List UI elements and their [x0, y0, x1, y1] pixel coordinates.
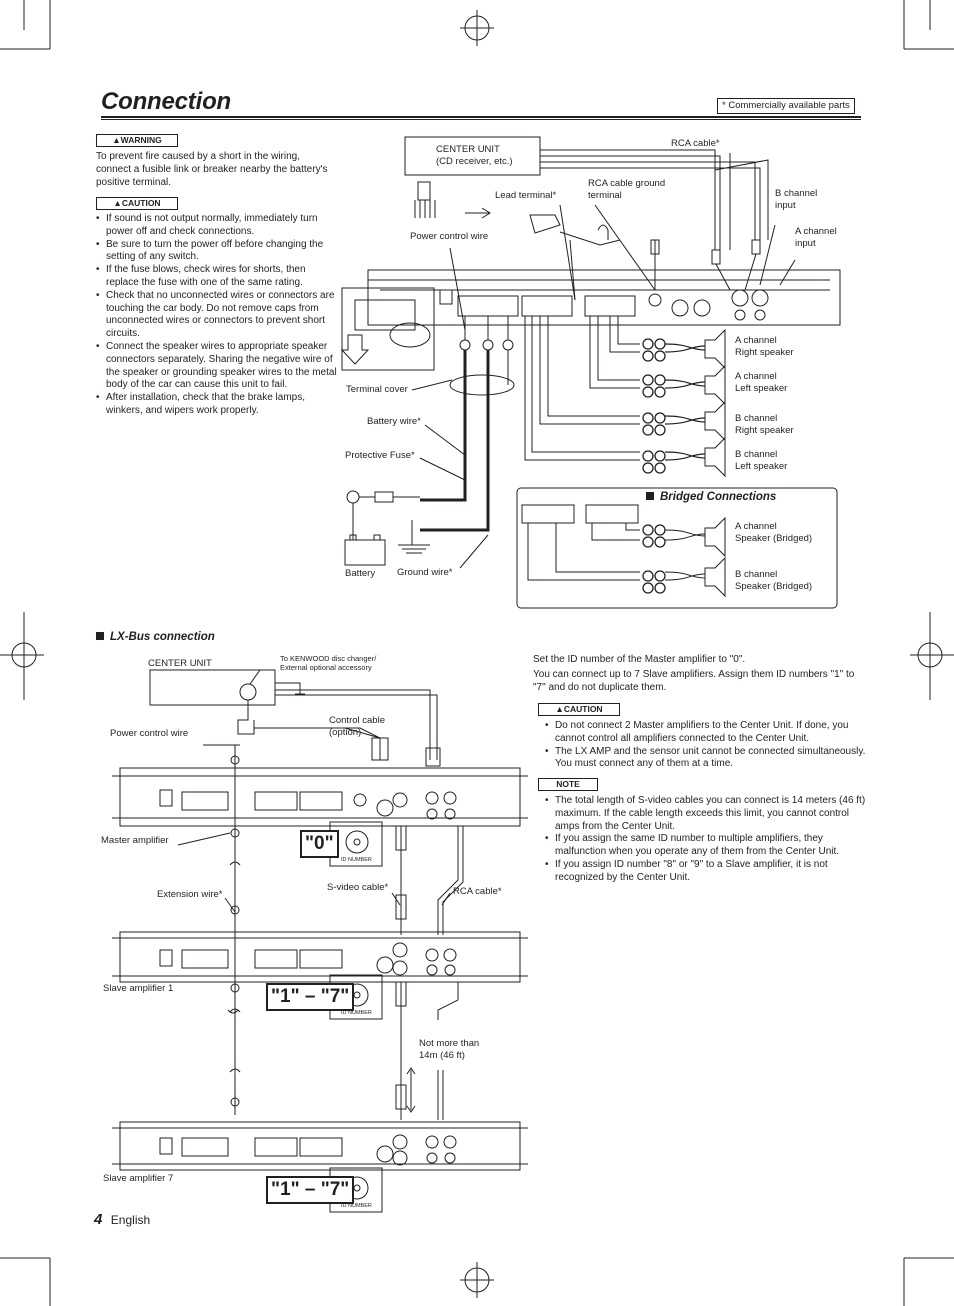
page-footer: 4 English [94, 1211, 150, 1229]
caution-icon: ▲ [555, 704, 564, 714]
warning-text: To prevent fire caused by a short in the… [96, 151, 328, 188]
caution-badge-label: CAUTION [121, 198, 161, 208]
label-lx-power-control: Power control wire [110, 728, 189, 739]
label-a-left: A channel Left speaker [735, 371, 788, 394]
caution2-item: The LX AMP and the sensor unit cannot be… [545, 746, 871, 772]
caution-item: Connect the speaker wires to appropriate… [96, 341, 338, 392]
caution-item: After installation, check that the brake… [96, 392, 338, 418]
title-rule-thin [101, 119, 861, 120]
lxbus-heading-text: LX-Bus connection [110, 631, 215, 643]
label-b-right: B channel Right speaker [735, 413, 794, 436]
note-item: The total length of S-video cables you c… [545, 795, 871, 833]
label-bridged-a: A channel Speaker (Bridged) [735, 521, 813, 544]
label-rca-cable: RCA cable* [671, 138, 720, 149]
note-item: If you assign ID number "8" or "9" to a … [545, 859, 871, 885]
title-rule [101, 116, 861, 118]
label-slave-7: Slave amplifier 7 [103, 1173, 174, 1184]
caution-list: If sound is not output normally, immedia… [96, 213, 338, 418]
id-slave7-value: "1" – "7" [266, 1176, 355, 1204]
caution2-list: Do not connect 2 Master amplifiers to th… [545, 720, 871, 771]
bridged-heading-text: Bridged Connections [660, 491, 777, 503]
label-battery: Battery [345, 568, 376, 579]
caution-item: Be sure to turn the power off before cha… [96, 239, 338, 265]
caution-item: Check that no unconnected wires or conne… [96, 290, 338, 341]
caution-item: If sound is not output normally, immedia… [96, 213, 338, 239]
lxbus-wiring [112, 669, 528, 1171]
warning-badge: ▲WARNING [96, 134, 178, 147]
id-number-label: ID NUMBER [341, 857, 372, 863]
label-lx-center-unit: CENTER UNIT [148, 658, 212, 669]
caution2-badge-label: CAUTION [563, 704, 603, 714]
warning-icon: ▲ [112, 135, 121, 145]
label-master-amp: Master amplifier [101, 835, 169, 846]
id-number-label: ID NUMBER [341, 1203, 372, 1209]
caution-badge: ▲CAUTION [96, 197, 178, 210]
warning-badge-label: WARNING [120, 135, 162, 145]
label-b-input: B channel input [775, 188, 818, 211]
id-number-label: ID NUMBER [341, 1010, 372, 1016]
label-extension-wire: Extension wire* [157, 889, 223, 900]
bullet-square [96, 632, 104, 640]
label-lx-rca-cable: RCA cable* [453, 886, 502, 897]
commercial-parts-note: * Commercially available parts [717, 98, 855, 114]
caution2-item: Do not connect 2 Master amplifiers to th… [545, 720, 871, 746]
caution2-badge: ▲CAUTION [538, 703, 620, 716]
label-rca-ground: RCA cable ground terminal [588, 178, 666, 201]
note-item: If you assign the same ID number to mult… [545, 833, 871, 859]
label-protective-fuse: Protective Fuse* [345, 450, 415, 461]
label-center-unit: CENTER UNIT (CD receiver, etc.) [436, 144, 513, 167]
label-terminal-cover: Terminal cover [346, 384, 408, 395]
polarity-symbols [642, 338, 666, 594]
caution-item: If the fuse blows, check wires for short… [96, 264, 338, 290]
top-wiring [340, 136, 841, 569]
note-list: The total length of S-video cables you c… [545, 795, 871, 885]
label-kenwood-note: To KENWOOD disc changer/ External option… [280, 654, 377, 672]
page-number: 4 [94, 1211, 103, 1228]
bridged-box [516, 487, 838, 609]
label-bridged-b: B channel Speaker (Bridged) [735, 569, 813, 592]
page-language: English [110, 1213, 151, 1227]
label-b-left: B channel Left speaker [735, 449, 788, 472]
label-control-cable: Control cable (option) [329, 715, 385, 738]
id-master-value: "0" [300, 830, 339, 858]
lx-text-2: You can connect up to 7 Slave amplifiers… [533, 669, 855, 693]
note-badge: NOTE [538, 778, 598, 791]
label-slave-1: Slave amplifier 1 [103, 983, 174, 994]
label-a-right: A channel Right speaker [735, 335, 794, 358]
page-title: Connection [101, 88, 231, 115]
bridged-heading: Bridged Connections [646, 491, 776, 503]
lxbus-heading: LX-Bus connection [96, 631, 215, 643]
label-a-input: A channel input [795, 226, 837, 249]
label-ground-wire: Ground wire* [397, 567, 453, 578]
caution-icon: ▲ [113, 198, 122, 208]
label-battery-wire: Battery wire* [367, 416, 421, 427]
label-not-more-than: Not more than 14m (46 ft) [419, 1038, 480, 1061]
lx-text-1: Set the ID number of the Master amplifie… [533, 654, 746, 665]
label-svideo-cable: S-video cable* [327, 882, 389, 893]
bullet-square [646, 492, 654, 500]
label-lead-terminal: Lead terminal* [495, 190, 557, 201]
label-power-control: Power control wire [410, 231, 489, 242]
id-slave1-value: "1" – "7" [266, 983, 355, 1011]
